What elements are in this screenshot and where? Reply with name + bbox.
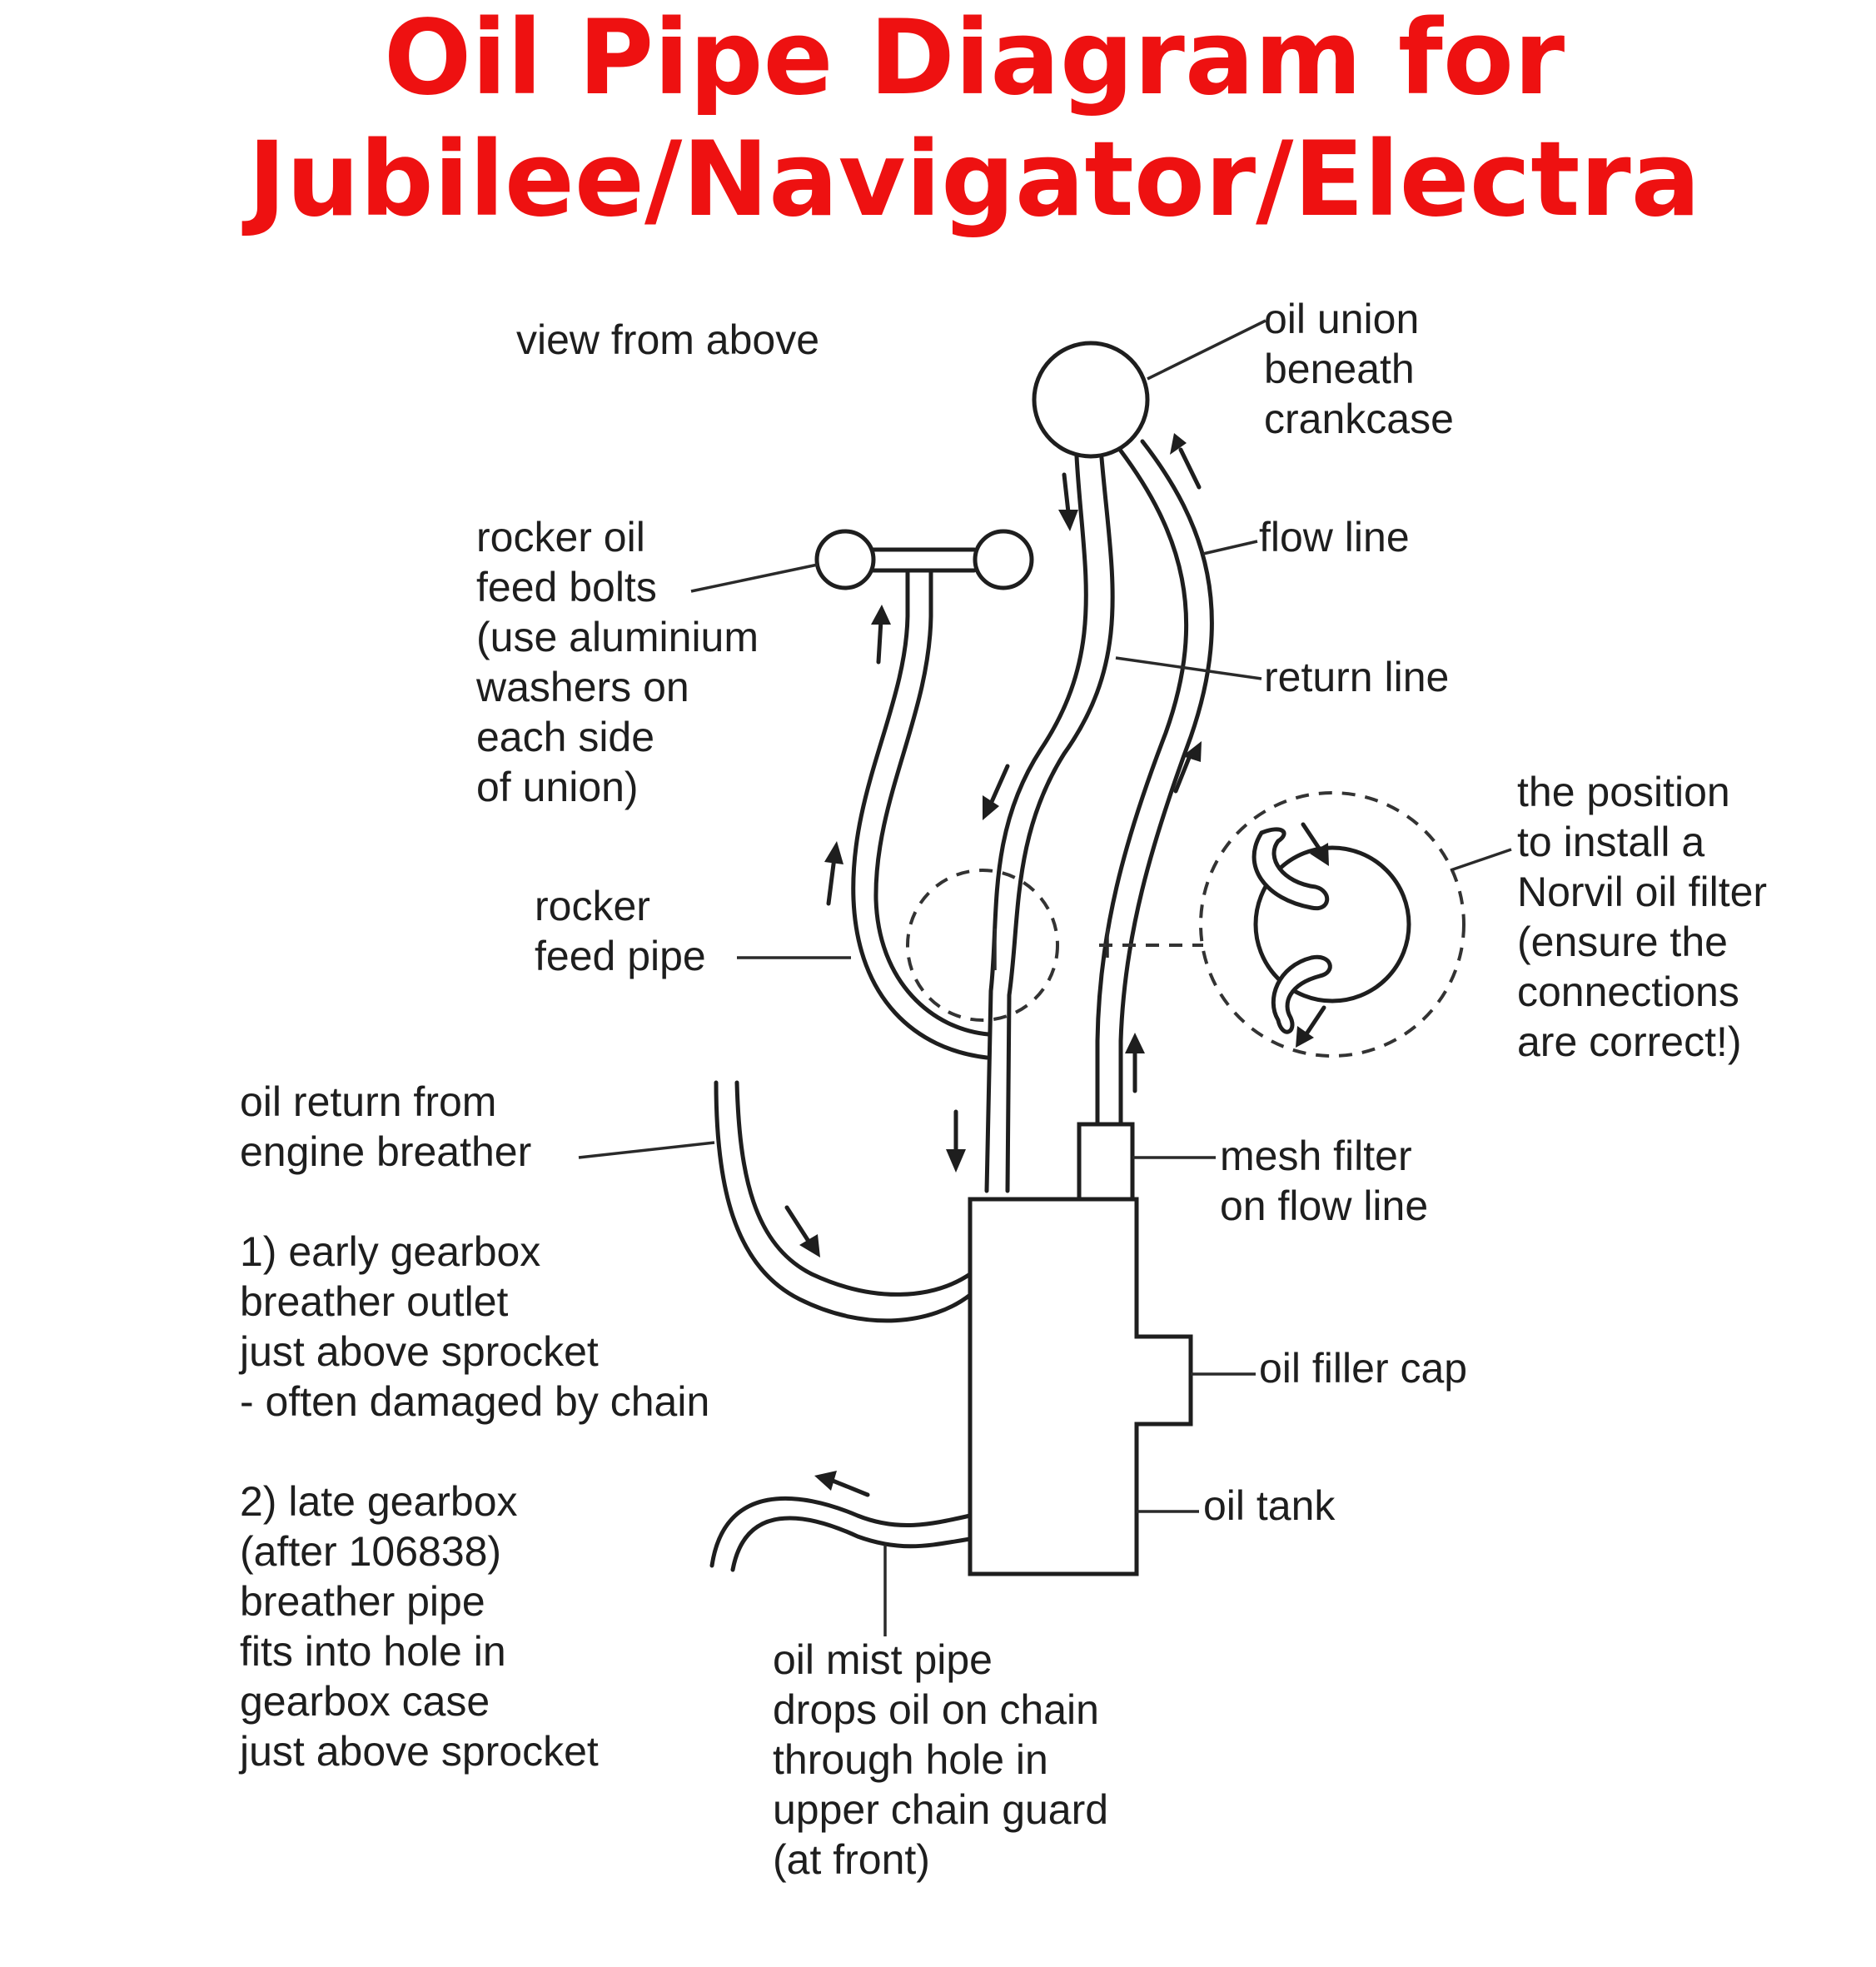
svg-text:of union): of union) — [476, 764, 639, 810]
leader-flow-line — [1202, 540, 1258, 555]
label-rocker-pipe: rocker feed pipe — [535, 883, 706, 979]
svg-text:mesh filter: mesh filter — [1220, 1133, 1412, 1179]
label-oil-tank: oil tank — [1203, 1482, 1336, 1529]
svg-text:breather pipe: breather pipe — [240, 1578, 485, 1625]
flow-arrow-mist — [814, 1471, 870, 1497]
svg-text:(ensure the: (ensure the — [1517, 919, 1728, 965]
svg-text:(after 106838): (after 106838) — [240, 1528, 501, 1575]
svg-text:(at front): (at front) — [773, 1836, 930, 1883]
svg-text:oil union: oil union — [1264, 296, 1419, 342]
title-line-2: Jubilee/Navigator/Electra — [242, 120, 1701, 240]
svg-text:(use aluminium: (use aluminium — [476, 614, 759, 660]
label-filler-cap: oil filler cap — [1259, 1345, 1467, 1392]
norvil-position-marker — [906, 869, 1059, 1022]
label-norvil: the position to install a Norvil oil fil… — [1517, 769, 1767, 1065]
return-line-pipe — [984, 454, 1115, 1193]
rocker-feed-pipe — [851, 568, 991, 1060]
flow-arrow-norvil-in — [1301, 822, 1329, 866]
svg-text:upper chain guard: upper chain guard — [773, 1786, 1108, 1833]
flow-arrow-return-into-tank — [946, 1109, 966, 1173]
flow-arrow-breather — [784, 1205, 820, 1257]
oil-union — [1032, 341, 1150, 459]
flow-arrow-return-down — [983, 764, 1010, 820]
label-mesh-filter: mesh filter on flow line — [1220, 1133, 1428, 1229]
svg-text:the position: the position — [1517, 769, 1730, 815]
norvil-filter-detail — [1199, 791, 1465, 1058]
flow-arrow-rocker-up-2 — [824, 841, 843, 906]
flow-arrow-norvil-out — [1296, 1005, 1326, 1048]
svg-text:beneath: beneath — [1264, 346, 1415, 392]
svg-text:breather outlet: breather outlet — [240, 1278, 509, 1325]
label-flow-line: flow line — [1259, 514, 1410, 560]
svg-text:just above sprocket: just above sprocket — [238, 1328, 599, 1375]
flow-arrow-union-up — [1170, 433, 1202, 490]
flow-arrow-meshfilter-up — [1125, 1033, 1145, 1093]
svg-text:2) late gearbox: 2) late gearbox — [240, 1478, 518, 1525]
svg-text:to install a: to install a — [1517, 819, 1704, 865]
svg-text:feed pipe: feed pipe — [535, 933, 706, 979]
label-return-line: return line — [1264, 654, 1449, 700]
svg-text:on flow line: on flow line — [1220, 1183, 1428, 1229]
oil-mist-pipe — [709, 1496, 973, 1572]
svg-text:just above sprocket: just above sprocket — [238, 1728, 599, 1775]
svg-text:crankcase: crankcase — [1264, 396, 1454, 442]
leader-rocker-bolts — [690, 563, 819, 593]
svg-text:washers on: washers on — [475, 664, 689, 710]
leader-norvil — [1450, 848, 1512, 872]
svg-text:connections: connections — [1517, 969, 1739, 1015]
svg-text:engine breather: engine breather — [240, 1128, 531, 1175]
flow-arrow-union-down — [1058, 472, 1078, 531]
svg-text:1) early gearbox: 1) early gearbox — [240, 1228, 540, 1275]
svg-text:- often damaged by chain: - often damaged by chain — [240, 1378, 709, 1425]
rocker-feed-bolts — [814, 529, 1034, 590]
flow-line-pipe — [1095, 439, 1214, 1127]
svg-text:drops oil on chain: drops oil on chain — [773, 1686, 1099, 1733]
mesh-filter — [1077, 1122, 1135, 1202]
label-engine-breather: oil return from engine breather — [240, 1078, 531, 1175]
label-rocker-bolts: rocker oil feed bolts (use aluminium was… — [475, 514, 759, 810]
leader-oil-union — [1147, 319, 1266, 381]
label-late-gearbox: 2) late gearbox (after 106838) breather … — [238, 1478, 599, 1775]
svg-text:fits into hole in: fits into hole in — [240, 1628, 506, 1675]
svg-text:are correct!): are correct!) — [1517, 1018, 1742, 1065]
svg-text:rocker: rocker — [535, 883, 650, 929]
flow-arrow-flow-up — [1173, 741, 1202, 794]
svg-text:feed bolts: feed bolts — [476, 564, 657, 610]
svg-text:oil return from: oil return from — [240, 1078, 496, 1125]
svg-text:each side: each side — [476, 714, 654, 760]
leader-return-line — [1115, 656, 1262, 680]
svg-text:through hole in: through hole in — [773, 1736, 1048, 1783]
svg-text:Norvil oil filter: Norvil oil filter — [1517, 869, 1767, 915]
flow-arrow-rocker-up-1 — [871, 605, 891, 665]
view-label: view from above — [516, 316, 819, 363]
leader-engine-breather — [578, 1141, 715, 1159]
label-oil-union: oil union beneath crankcase — [1264, 296, 1454, 442]
engine-breather-pipe — [714, 1080, 973, 1323]
label-early-gearbox: 1) early gearbox breather outlet just ab… — [238, 1228, 709, 1425]
label-oil-mist: oil mist pipe drops oil on chain through… — [773, 1636, 1108, 1883]
title-line-1: Oil Pipe Diagram for — [384, 0, 1565, 118]
svg-text:rocker oil: rocker oil — [476, 514, 645, 560]
oil-tank — [968, 1197, 1193, 1576]
svg-text:oil mist pipe: oil mist pipe — [773, 1636, 993, 1683]
svg-text:gearbox case: gearbox case — [240, 1678, 490, 1725]
